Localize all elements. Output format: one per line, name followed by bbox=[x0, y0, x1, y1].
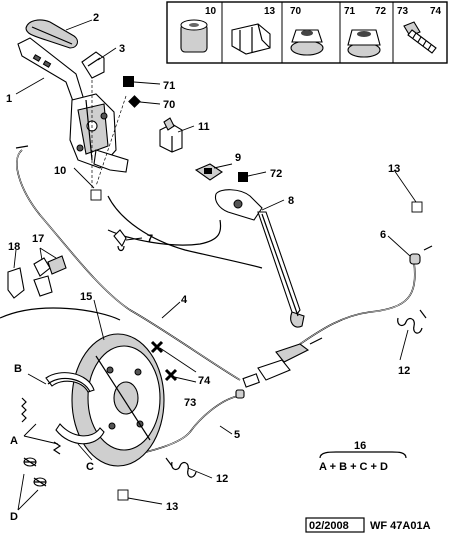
callout-D: D bbox=[10, 511, 18, 523]
callout-71: 71 bbox=[163, 80, 175, 92]
adjuster-hardware bbox=[7, 255, 67, 299]
cable-clip bbox=[113, 229, 127, 252]
formula-expression: A + B + C + D bbox=[319, 461, 388, 473]
bushing-icon bbox=[180, 19, 208, 53]
brake-shoe-lower bbox=[55, 423, 105, 445]
callout-6: 6 bbox=[380, 229, 386, 241]
brake-shoe bbox=[45, 372, 95, 393]
callout-18: 18 bbox=[8, 241, 20, 253]
callout-72: 72 bbox=[270, 168, 282, 180]
frame-arc-mid bbox=[107, 195, 263, 269]
callout-5: 5 bbox=[234, 429, 240, 441]
callout-B: B bbox=[14, 363, 22, 375]
cable-guide-bracket bbox=[159, 117, 183, 153]
cable-coupler bbox=[242, 337, 323, 388]
callout-13-top: 13 bbox=[388, 163, 400, 175]
legend-label-10: 10 bbox=[205, 6, 217, 17]
hardware-legend: 10 13 70 71 72 73 74 bbox=[166, 1, 448, 64]
callout-3: 3 bbox=[119, 43, 125, 55]
bolt-icon bbox=[403, 21, 437, 54]
callout-9: 9 bbox=[235, 152, 241, 164]
legend-label-74: 74 bbox=[430, 6, 442, 17]
bolt-position-marker-74 bbox=[150, 340, 164, 354]
callout-10: 10 bbox=[54, 165, 66, 177]
callout-12-bottom: 12 bbox=[216, 473, 228, 485]
callout-8: 8 bbox=[288, 195, 294, 207]
callout-4: 4 bbox=[181, 294, 188, 306]
flange-nut-icon bbox=[290, 29, 324, 56]
footer-reference: WF 47A01A bbox=[370, 520, 431, 532]
callout-13-bottom: 13 bbox=[166, 501, 178, 513]
frame-arc-left bbox=[0, 307, 121, 321]
leader-lines bbox=[13, 19, 417, 511]
legend-label-13: 13 bbox=[264, 6, 276, 17]
clip-icon bbox=[231, 23, 271, 55]
handbrake-lever-assembly bbox=[17, 19, 141, 201]
legend-label-71: 71 bbox=[344, 6, 356, 17]
equalizer-linkage bbox=[194, 163, 305, 328]
callout-70: 70 bbox=[163, 99, 175, 111]
callout-2: 2 bbox=[93, 12, 99, 24]
callout-15: 15 bbox=[80, 291, 92, 303]
frame-arc-top bbox=[107, 219, 222, 246]
legend-label-73: 73 bbox=[397, 6, 409, 17]
hold-down-springs bbox=[23, 457, 47, 487]
legend-label-72: 72 bbox=[375, 6, 387, 17]
legend-label-70: 70 bbox=[290, 6, 302, 17]
formula-number: 16 bbox=[354, 440, 366, 452]
callout-C: C bbox=[86, 461, 94, 473]
primary-cable bbox=[15, 145, 241, 381]
brake-backing-plate bbox=[71, 333, 165, 467]
callout-A: A bbox=[10, 435, 18, 447]
callout-11: 11 bbox=[198, 121, 210, 133]
callout-74: 74 bbox=[198, 375, 211, 387]
return-springs bbox=[21, 397, 62, 455]
footer: 02/2008 WF 47A01A bbox=[305, 517, 431, 533]
right-rear-cable bbox=[299, 201, 433, 345]
nut-icon bbox=[347, 29, 381, 58]
kit-formula: 16 A + B + C + D bbox=[319, 440, 407, 473]
callout-7: 7 bbox=[147, 233, 153, 245]
footer-date: 02/2008 bbox=[309, 520, 349, 532]
callout-17: 17 bbox=[32, 233, 44, 245]
callout-12-right: 12 bbox=[398, 365, 410, 377]
callout-1: 1 bbox=[6, 93, 12, 105]
bolt-position-marker-73 bbox=[164, 368, 178, 382]
callout-73: 73 bbox=[184, 397, 196, 409]
